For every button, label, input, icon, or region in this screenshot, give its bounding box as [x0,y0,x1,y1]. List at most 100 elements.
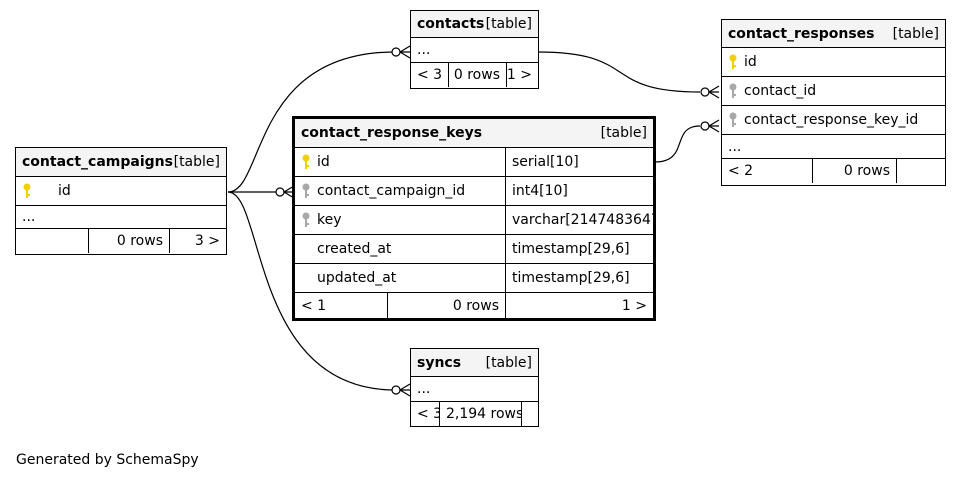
table-stats-row: < 2 0 rows [722,159,945,183]
table-body-row: ... [722,135,945,159]
column-name-cell: key [295,206,505,234]
table-stats-row: < 3 0 rows 1 > [411,63,538,87]
table-name: contact_campaigns [22,154,173,170]
table-name: contact_response_keys [301,125,483,141]
table-stats-row: 0 rows 3 > [16,229,226,253]
row-count: 0 rows [448,63,506,87]
edge-marker-circle [700,121,710,131]
column-name: id [744,54,757,70]
column-name-cell: contact_response_key_id [722,106,924,134]
crow-foot-marker [708,119,720,133]
column-name: created_at [317,241,392,257]
column-row[interactable]: contact_id [722,77,945,106]
column-row[interactable]: id [722,48,945,77]
column-name: id [317,154,330,170]
primary-key-icon [23,183,31,198]
table-body-row: ... [411,377,538,402]
edge-campaigns-contacts [227,51,396,193]
edge-campaigns-syncs [227,191,396,391]
table-type: [table] [892,25,939,42]
row-count: 0 rows [387,293,505,319]
children-count [896,159,945,183]
edge-keys-responses [654,125,701,163]
table-stats-row: < 3 2,194 rows [411,402,538,426]
column-name-cell: contact_campaign_id [295,177,505,205]
generated-by-label[interactable]: Generated by SchemaSpy [16,452,199,468]
column-name-cell: created_at [295,235,505,263]
table-body-row: ... [16,206,226,229]
table-type: [table] [600,125,647,141]
parents-count[interactable]: < 2 [728,163,754,179]
table-header: contact_campaigns [table] [16,148,226,177]
column-name: contact_id [744,83,817,99]
edge-marker-circle [700,87,710,97]
table-type: [table] [485,354,532,371]
column-row[interactable]: updated_at timestamp[29,6] [295,264,653,293]
table-header: contact_response_keys [table] [295,119,653,148]
column-row[interactable]: created_at timestamp[29,6] [295,235,653,264]
column-name-cell: id [16,177,77,205]
parents-count [16,229,88,253]
foreign-key-icon [729,112,737,127]
crow-foot-marker [708,85,720,99]
crow-foot-marker [399,383,411,397]
elided-columns: ... [417,42,431,58]
column-name: key [317,212,342,228]
column-name: contact_campaign_id [317,183,466,199]
table-type: [table] [173,154,220,170]
table-header: contact_responses [table] [722,20,945,48]
row-count: 0 rows [812,159,896,183]
column-row[interactable]: contact_campaign_id int4[10] [295,177,653,206]
table-contacts[interactable]: contacts [table] ... < 3 0 rows 1 > [410,10,539,89]
edge-marker-circle [275,187,285,197]
table-contact-response-keys[interactable]: contact_response_keys [table] id serial[… [292,116,656,321]
children-count [521,402,538,426]
children-count[interactable]: 3 > [169,229,226,253]
table-header: syncs [table] [411,349,538,377]
table-body-row: ... [411,38,538,63]
table-contact-responses[interactable]: contact_responses [table] id contact_id … [721,19,946,186]
column-name-cell: id [722,48,763,76]
column-row[interactable]: id [16,177,226,206]
elided-columns: ... [728,138,742,155]
column-row[interactable]: contact_response_key_id [722,106,945,135]
row-count: 0 rows [88,229,169,253]
column-type: varchar[2147483647] [505,206,653,234]
column-type: timestamp[29,6] [505,235,653,263]
row-count: 2,194 rows [439,402,521,426]
table-stats-row: < 1 0 rows 1 > [295,293,653,319]
edge-marker-circle [391,385,401,395]
children-count[interactable]: 1 > [506,63,538,87]
table-name: syncs [417,354,462,371]
table-type: [table] [485,16,532,32]
foreign-key-icon [729,83,737,98]
table-name: contact_responses [728,25,875,42]
crow-foot-marker [399,45,411,59]
table-name: contacts [417,16,485,32]
primary-key-icon [302,154,310,169]
table-syncs[interactable]: syncs [table] ... < 3 2,194 rows [410,348,539,427]
primary-key-icon [729,54,737,69]
column-row[interactable]: id serial[10] [295,148,653,177]
edge-marker-circle [391,47,401,57]
elided-columns: ... [417,381,431,397]
column-type: timestamp[29,6] [505,264,653,292]
parents-count[interactable]: < 3 [417,406,439,422]
table-contact-campaigns[interactable]: contact_campaigns [table] id ... 0 rows … [15,147,227,255]
foreign-key-icon [302,183,310,198]
column-name-cell: id [295,148,505,176]
column-name: updated_at [317,270,397,286]
column-name-cell: updated_at [295,264,505,292]
table-header: contacts [table] [411,11,538,38]
column-type: int4[10] [505,177,653,205]
column-name: contact_response_key_id [744,112,919,128]
parents-count[interactable]: < 3 [417,67,443,83]
column-row[interactable]: key varchar[2147483647] [295,206,653,235]
children-count[interactable]: 1 > [505,293,653,319]
column-type: serial[10] [505,148,653,176]
elided-columns: ... [22,209,36,225]
column-name: id [58,183,71,199]
parents-count[interactable]: < 1 [301,298,327,314]
column-name-cell: contact_id [722,77,822,105]
